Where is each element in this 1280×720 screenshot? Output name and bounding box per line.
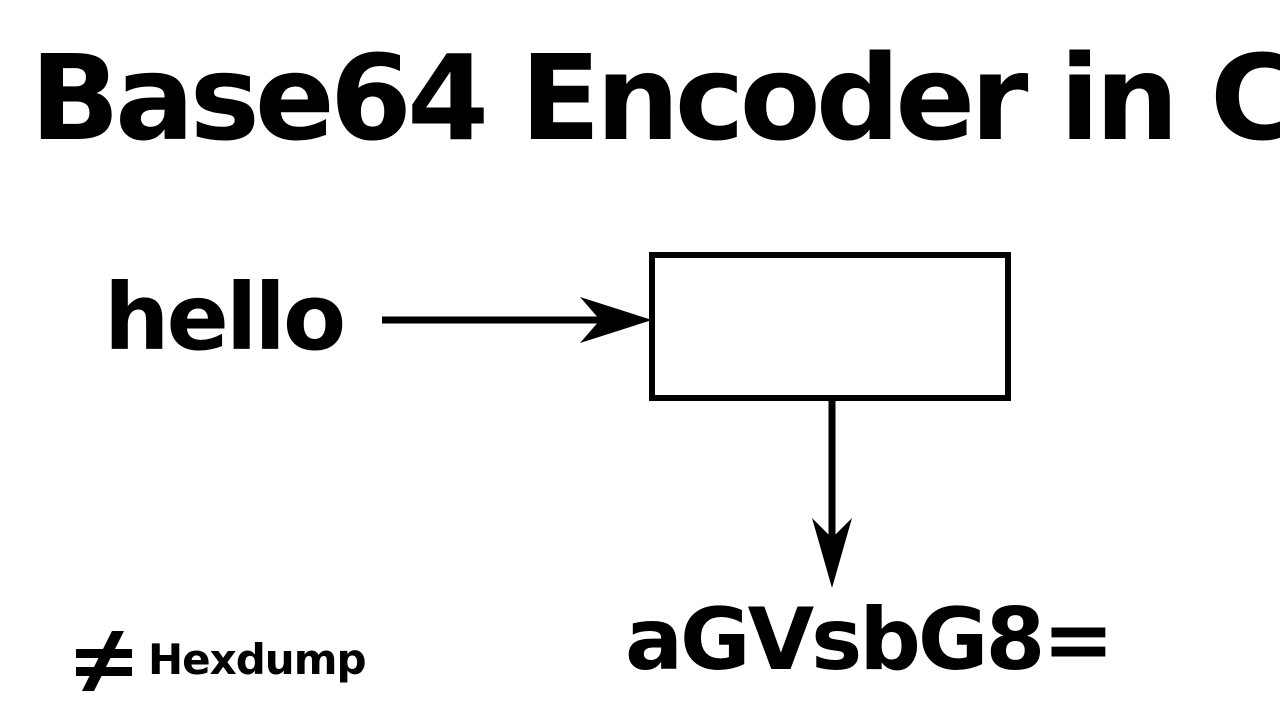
brand-name: Hexdump: [148, 635, 367, 684]
input-arrow-head: [580, 297, 652, 343]
output-text: aGVsbG8=: [625, 590, 1114, 690]
page-title: Base64 Encoder in C: [30, 29, 1280, 167]
output-arrow-head: [812, 518, 852, 588]
brand-logo: Hexdump: [74, 620, 367, 700]
encoder-box: [649, 252, 1011, 401]
input-text: hello: [104, 264, 346, 371]
not-equal-icon: [76, 631, 132, 691]
